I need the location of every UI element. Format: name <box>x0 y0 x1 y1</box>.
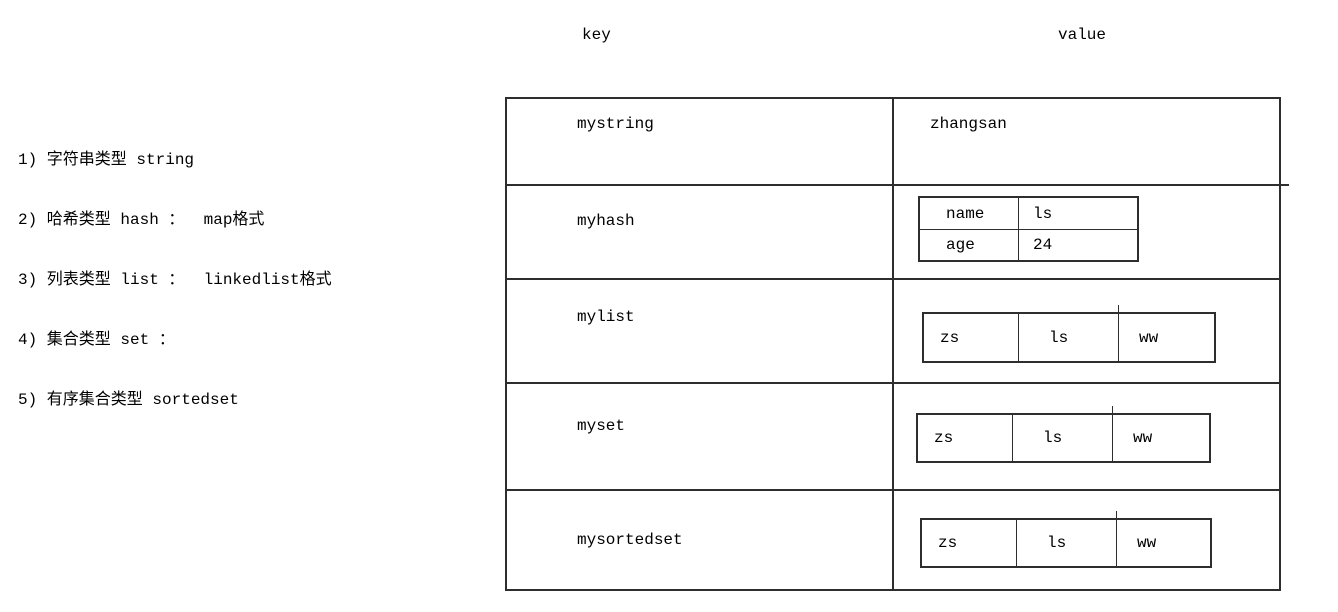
hash-field: name <box>920 198 1019 229</box>
table-row-mylist: mylist zs ls ww <box>507 278 1279 382</box>
note-line-hash: 2) 哈希类型 hash ： map格式 <box>18 211 265 229</box>
set-strip: zs ls ww <box>916 406 1211 463</box>
note-line-sortedset: 5) 有序集合类型 sortedset <box>18 391 239 409</box>
hash-field: age <box>920 230 1019 260</box>
table-row-myset: myset zs ls ww <box>507 382 1279 489</box>
set-item: zs <box>934 429 954 447</box>
note-line-set: 4) 集合类型 set ： <box>18 331 175 349</box>
key-cell: myhash <box>507 186 894 278</box>
list-item: ww <box>1118 305 1214 361</box>
list-item: ls <box>1018 314 1118 361</box>
value-cell: zs ls ww <box>894 384 1279 489</box>
key-cell: mylist <box>507 280 894 382</box>
sortedset-strip: zs ls ww <box>920 511 1212 568</box>
key-label: myhash <box>577 212 635 230</box>
set-item: ww <box>1112 406 1209 461</box>
key-label: mysortedset <box>577 531 683 549</box>
notes-list: 1) 字符串类型 string 2) 哈希类型 hash ： map格式 3) … <box>18 110 332 450</box>
note-line-string: 1) 字符串类型 string <box>18 151 195 169</box>
hash-field-value: 24 <box>1033 236 1053 254</box>
table-row-mystring: mystring zhangsan <box>507 99 1279 184</box>
value-cell: zs ls ww <box>894 491 1279 589</box>
column-header-value: value <box>1058 26 1107 44</box>
list-item: zs <box>940 328 960 347</box>
hash-field-value: ls <box>1033 204 1053 223</box>
sortedset-item: ww <box>1116 511 1210 566</box>
set-item: ls <box>1012 415 1112 461</box>
sortedset-item: ls <box>1016 520 1116 566</box>
note-line-list: 3) 列表类型 list ： linkedlist格式 <box>18 271 332 289</box>
value-cell: zs ls ww <box>894 280 1279 382</box>
hash-row: name ls <box>920 198 1137 229</box>
kv-table: mystring zhangsan myhash name ls age 24 <box>505 97 1281 591</box>
key-label: myset <box>577 417 626 435</box>
column-header-key: key <box>582 26 611 44</box>
sortedset-item: zs <box>938 534 958 552</box>
divider-overhang-line <box>1279 184 1289 186</box>
list-strip: zs ls ww <box>922 305 1216 363</box>
value-cell: name ls age 24 <box>894 186 1279 278</box>
key-cell: myset <box>507 384 894 489</box>
key-cell: mysortedset <box>507 491 894 589</box>
table-row-myhash: myhash name ls age 24 <box>507 184 1279 278</box>
string-value: zhangsan <box>930 115 1007 133</box>
key-cell: mystring <box>507 99 894 184</box>
table-row-mysortedset: mysortedset zs ls ww <box>507 489 1279 589</box>
value-cell: zhangsan <box>894 99 1279 184</box>
key-label: mylist <box>577 308 635 326</box>
hash-row: age 24 <box>920 229 1137 260</box>
hash-value-table: name ls age 24 <box>918 196 1139 262</box>
key-label: mystring <box>577 115 654 133</box>
